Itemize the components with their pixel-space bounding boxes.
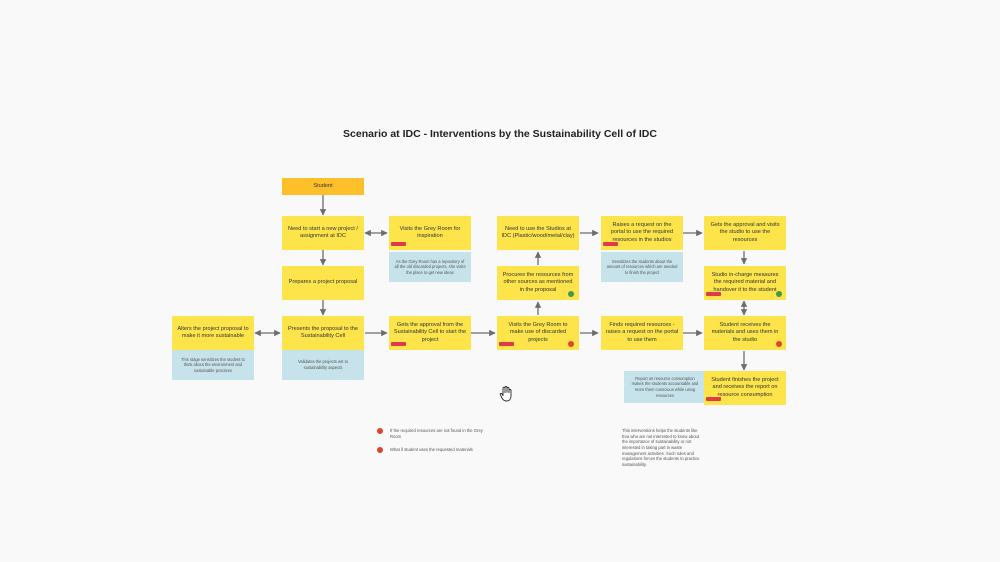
node-need-studios: Need to use the Studios at IDC (Plastic/…	[497, 216, 579, 250]
node-gets-approval-cell-label: Gets the approval from the Sustainabilit…	[393, 322, 467, 343]
red-dot-icon	[776, 341, 782, 347]
red-tag	[603, 242, 618, 246]
note-validates: Validates the projects wrt to sustainabi…	[282, 350, 364, 380]
red-tag	[706, 292, 721, 296]
legend-red-dot-icon	[377, 447, 383, 453]
legend-text-2: What if student uses the requested mater…	[390, 447, 473, 452]
green-dot-icon	[776, 291, 782, 297]
node-visits-grey-inspiration-label: Visits the Grey Room for inspiration	[399, 225, 461, 239]
node-receives-materials: Student receives the materials and uses …	[704, 316, 786, 350]
node-incharge-measures-label: Studio in-charge measures the required m…	[711, 272, 779, 293]
red-tag	[391, 242, 406, 246]
node-need-studios-label: Need to use the Studios at IDC (Plastic/…	[501, 225, 575, 239]
node-alters-proposal: Alters the project proposal to make it m…	[172, 316, 254, 350]
note-grey-room-text: As the Grey Room has a repository of all…	[394, 258, 466, 275]
legend-text-1: If the required resources are not found …	[390, 428, 483, 439]
node-student: Student	[282, 178, 364, 195]
node-need-start-label: Need to start a new project / assignment…	[288, 225, 358, 239]
red-tag	[391, 342, 406, 346]
node-presents-proposal: Presents the proposal to the Sustainabil…	[282, 316, 364, 350]
note-validates-text: Validates the projects wrt to sustainabi…	[298, 359, 348, 370]
node-need-start: Need to start a new project / assignment…	[282, 216, 364, 250]
red-tag	[499, 342, 514, 346]
red-dot-icon	[568, 341, 574, 347]
red-tag	[706, 397, 721, 401]
node-presents-proposal-label: Presents the proposal to the Sustainabil…	[288, 325, 358, 339]
note-sensitizes-environment-text: This stage sensitizes the student to thi…	[181, 356, 245, 373]
side-note: This interventions helps the students li…	[622, 428, 700, 468]
node-visits-grey-discarded-label: Visits the Grey Room to make use of disc…	[508, 322, 568, 343]
note-sensitizes-environment: This stage sensitizes the student to thi…	[172, 350, 254, 380]
node-prepares-proposal-label: Prepares a project proposal	[288, 279, 358, 286]
node-procures-resources: Procures the resources from other source…	[497, 266, 579, 300]
node-finishes-project-label: Student finishes the project and receive…	[711, 377, 779, 398]
note-sensitizes-resources-text: Sensitizes the students about the amount…	[606, 258, 678, 275]
hand-cursor-icon	[499, 386, 513, 405]
node-receives-materials-label: Student receives the materials and uses …	[711, 322, 779, 343]
note-grey-room: As the Grey Room has a repository of all…	[389, 252, 471, 282]
node-procures-resources-label: Procures the resources from other source…	[502, 272, 574, 293]
node-gets-approval-studio: Gets the approval and visits the studio …	[704, 216, 786, 250]
note-sensitizes-resources: Sensitizes the students about the amount…	[601, 252, 683, 282]
node-finds-resources-label: Finds required resources - raises a requ…	[605, 322, 679, 343]
node-raises-request-label: Raises a request on the portal to use th…	[610, 222, 674, 243]
node-alters-proposal-label: Alters the project proposal to make it m…	[177, 325, 249, 339]
legend-red-dot-icon	[377, 428, 383, 434]
diagram-title: Scenario at IDC - Interventions by the S…	[343, 128, 657, 140]
note-report-text: Report on resource consumption makes the…	[631, 375, 699, 398]
node-gets-approval-studio-label: Gets the approval and visits the studio …	[710, 222, 780, 243]
node-prepares-proposal: Prepares a project proposal	[282, 266, 364, 300]
node-student-label: Student	[313, 182, 333, 189]
note-report: Report on resource consumption makes the…	[624, 371, 706, 403]
green-dot-icon	[568, 291, 574, 297]
node-finds-resources: Finds required resources - raises a requ…	[601, 316, 683, 350]
